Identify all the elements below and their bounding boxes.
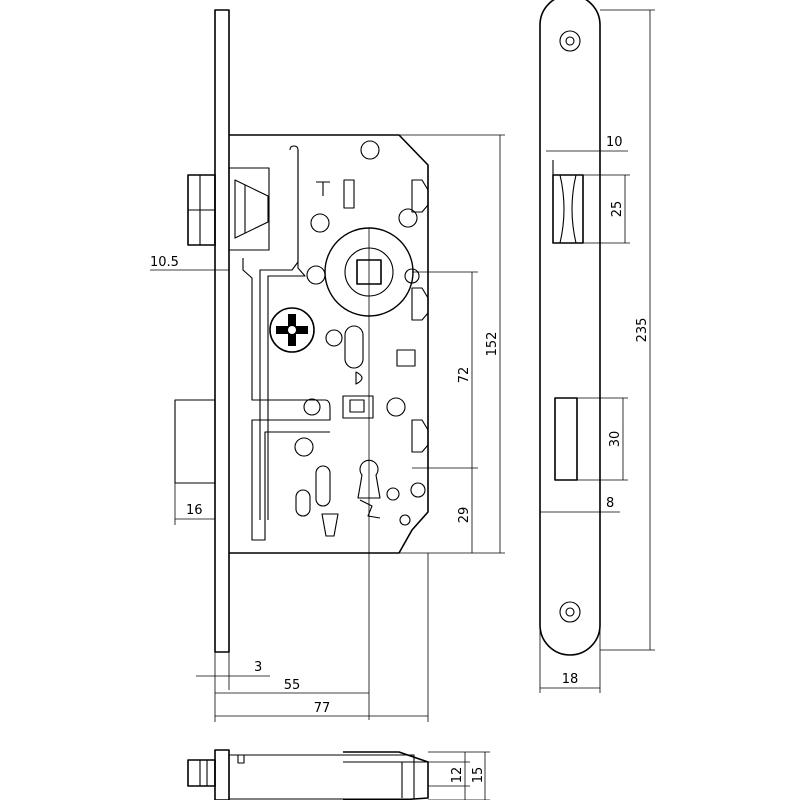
dead-bolt (174, 399, 216, 484)
dim-faceplate-thickness: 3 (254, 660, 262, 675)
lock-front-view (174, 9, 429, 720)
dim-bottom-inner: 12 (450, 767, 465, 784)
dim-bolt-opening: 30 (608, 431, 623, 448)
dim-latch-projection: 16 (186, 503, 203, 518)
dim-latch-opening: 25 (610, 201, 625, 218)
phillips-screw (269, 307, 315, 353)
strike-plate (539, 0, 601, 656)
dim-case-depth: 77 (314, 701, 331, 716)
dim-bolt-depth: 8 (606, 496, 614, 511)
dim-backset: 55 (284, 678, 301, 693)
dim-strike-length: 235 (635, 318, 650, 343)
keyhole (357, 459, 381, 499)
dim-case-height: 152 (485, 332, 500, 357)
body-dimensions: 152 72 29 10.5 16 3 55 77 (150, 134, 505, 722)
dim-handle-to-key: 72 (457, 367, 472, 384)
dim-strike-width: 10 (606, 135, 623, 150)
faceplate (214, 9, 230, 653)
dim-strike-plate-width: 18 (562, 672, 579, 687)
lock-bottom-view (187, 749, 429, 800)
dim-bottom-outer: 15 (471, 767, 486, 784)
dim-backset-offset: 10.5 (150, 255, 179, 270)
strike-dimensions: 235 10 25 30 8 18 (539, 9, 655, 693)
bottom-dimensions: 12 15 (428, 751, 490, 800)
dim-key-to-bottom: 29 (457, 507, 472, 524)
latch-bolt (187, 167, 270, 251)
